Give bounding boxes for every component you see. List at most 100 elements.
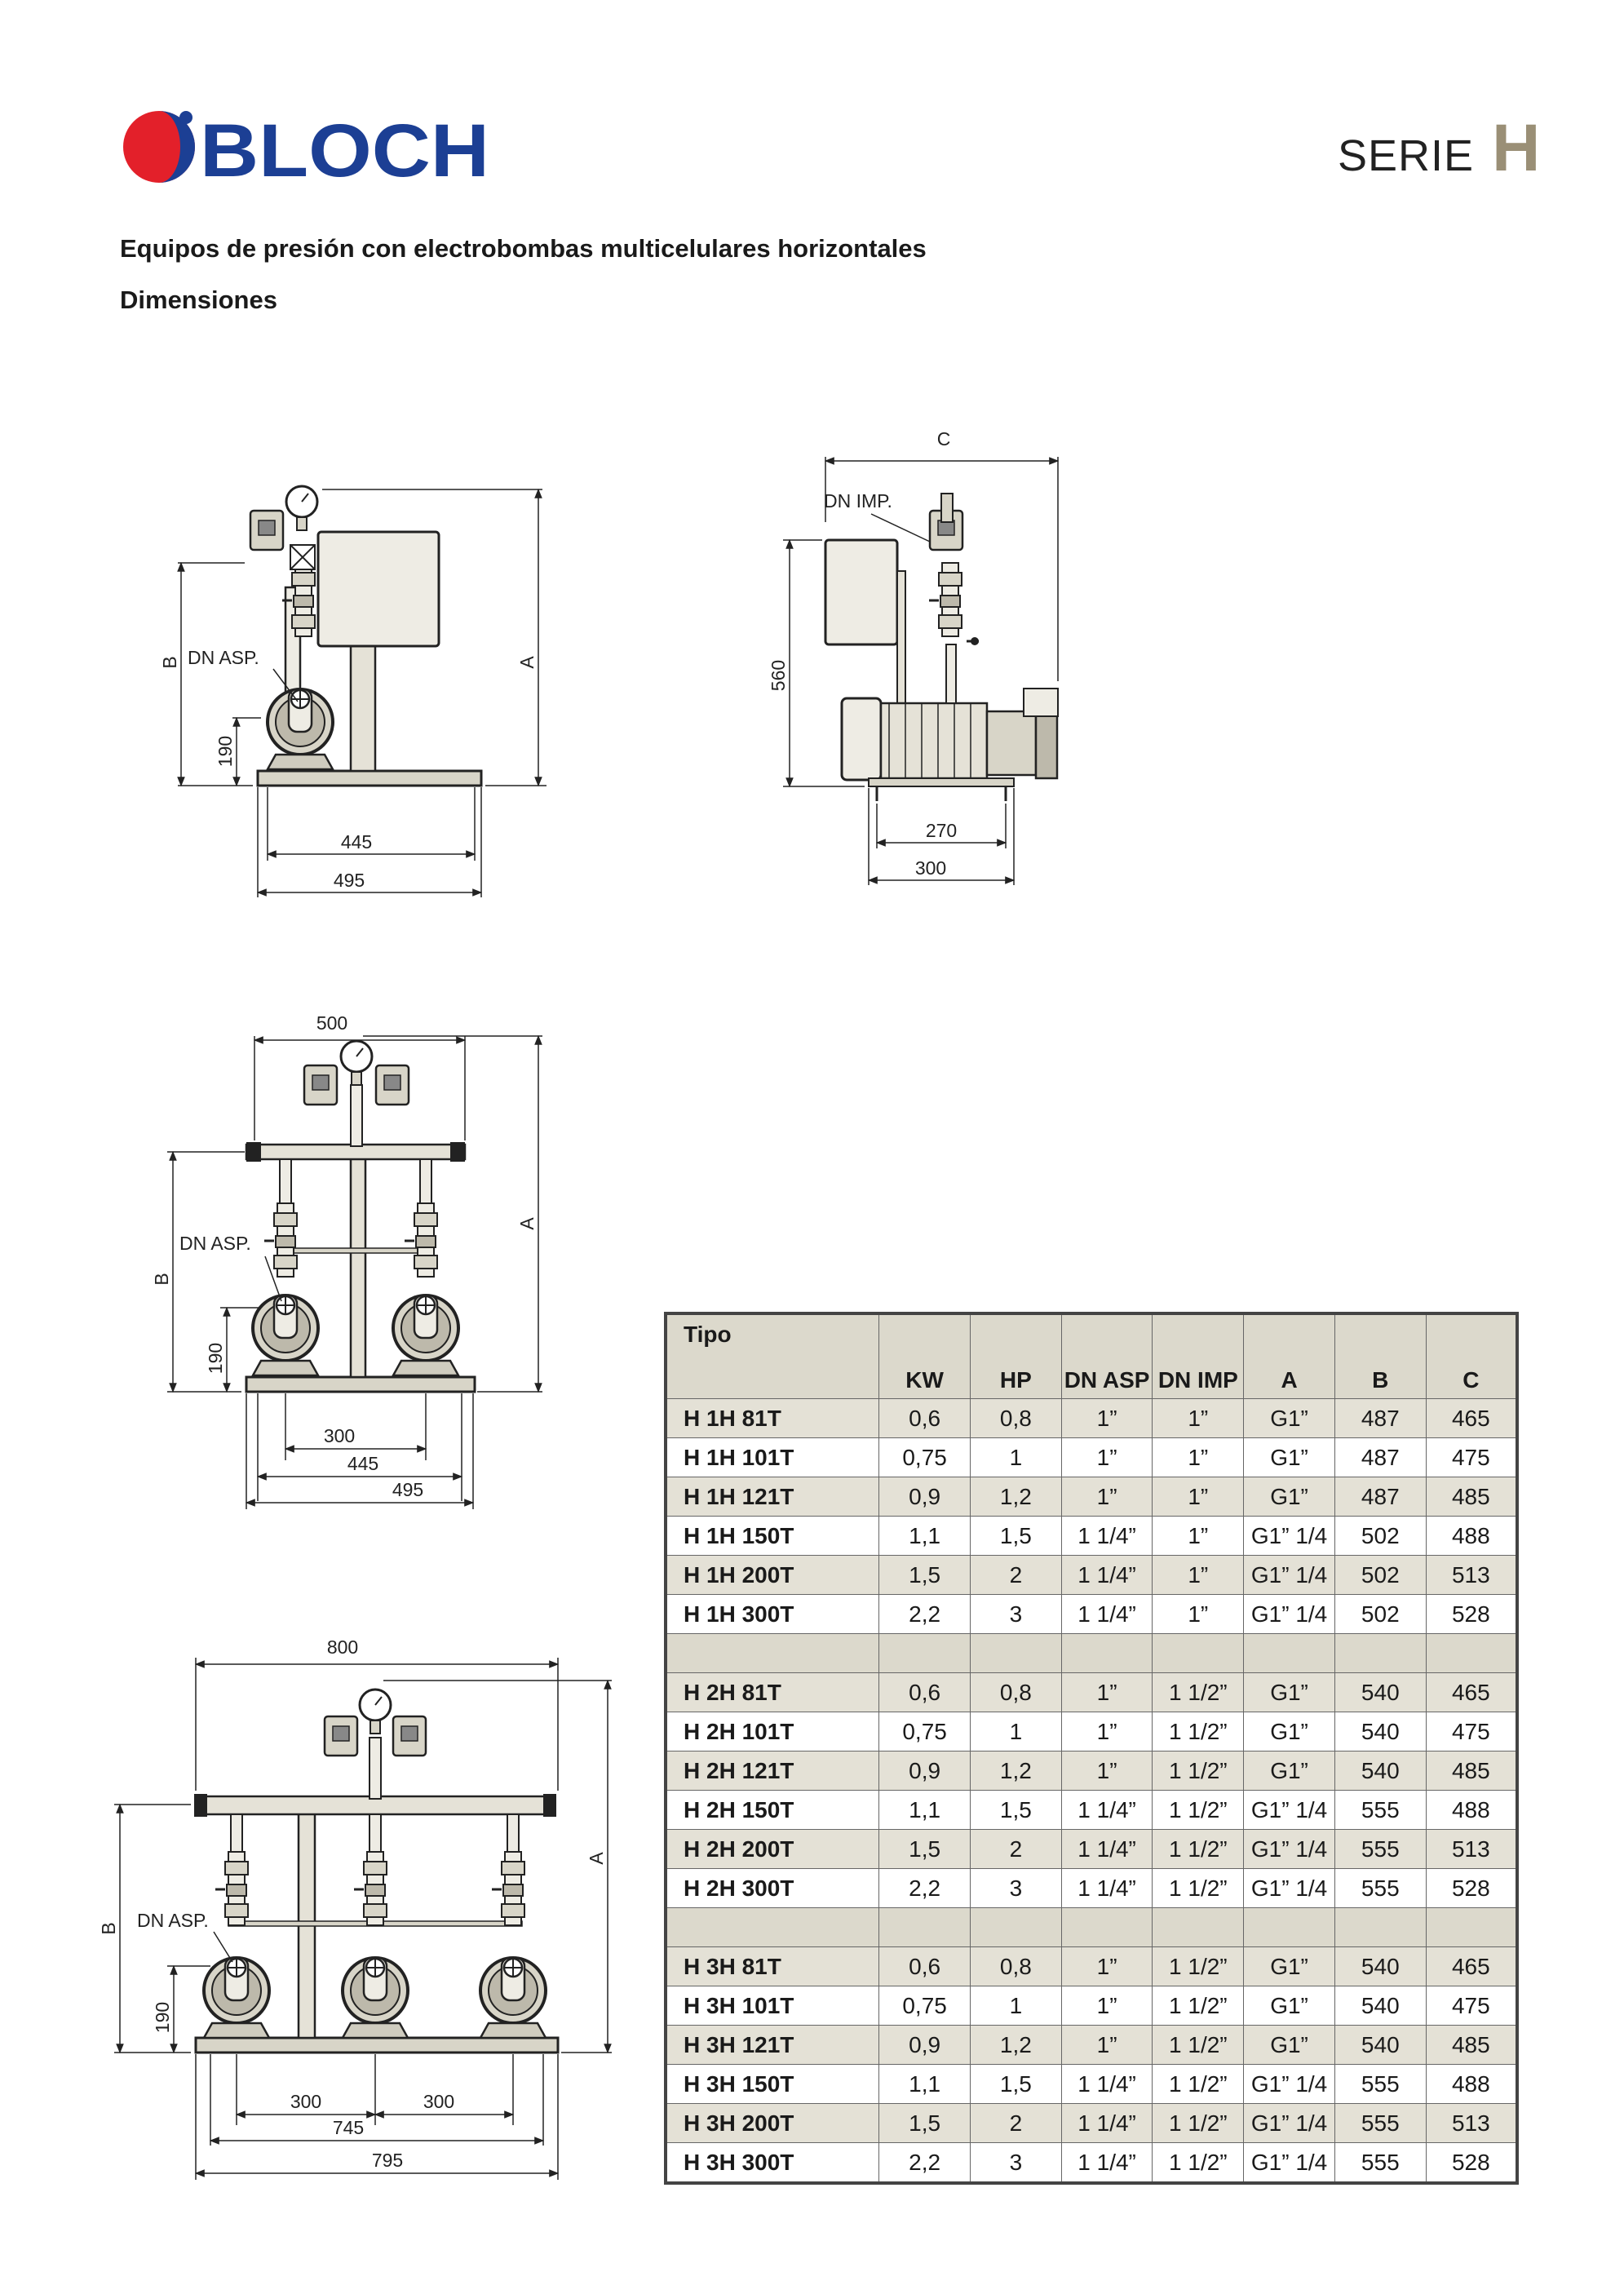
table-cell: 1” [1060, 1477, 1153, 1517]
table-cell: 528 [1425, 1868, 1518, 1908]
dim-a-label: A [516, 656, 538, 669]
table-cell: G1” [1243, 1946, 1335, 1986]
table-cell: 1,1 [878, 1790, 971, 1830]
dim-300b-label: 300 [324, 1425, 355, 1446]
table-cell: 1 1/4” [1060, 2103, 1153, 2143]
table-cell: G1” [1243, 1712, 1335, 1752]
dim-190c-label: 190 [152, 2002, 173, 2033]
table-cell: G1” 1/4 [1243, 1790, 1335, 1830]
table-cell: 485 [1425, 1477, 1518, 1517]
dim-445b-label: 445 [347, 1453, 378, 1474]
table-cell: G1” [1243, 1672, 1335, 1712]
table-cell: 0,8 [969, 1946, 1062, 1986]
table-cell: G1” [1243, 1437, 1335, 1477]
table-cell: 0,6 [878, 1672, 971, 1712]
drawing-triple-front: 800 A B 190 DN ASP. 300 300 745 795 [98, 1636, 612, 2180]
page-title: Equipos de presión con electrobombas mul… [120, 234, 927, 263]
dim-795-label: 795 [372, 2150, 403, 2171]
header-tipo: Tipo [665, 1313, 880, 1399]
table-cell: 1” [1152, 1477, 1245, 1517]
dim-b2-label: B [151, 1273, 172, 1285]
group-separator [665, 1907, 1518, 1947]
table-cell: 1 1/2” [1152, 1868, 1245, 1908]
table-cell: 555 [1334, 2142, 1427, 2184]
row-type-cell: H 3H 101T [665, 1986, 880, 2026]
table-cell: 1” [1060, 1986, 1153, 2026]
series-word: SERIE [1338, 131, 1475, 180]
table-cell: 502 [1334, 1594, 1427, 1634]
dim-495-label: 495 [334, 870, 365, 891]
dim-b3-label: B [98, 1922, 119, 1934]
table-cell: 1,2 [969, 1751, 1062, 1791]
table-cell: 540 [1334, 1751, 1427, 1791]
drawing-single-side: C DN IMP. 560 270 300 [768, 428, 1060, 885]
table-cell: 2 [969, 1555, 1062, 1595]
table-cell: 1 1/2” [1152, 2103, 1245, 2143]
logo-circle-icon [123, 111, 195, 183]
dim-500-label: 500 [316, 1012, 347, 1034]
row-type-cell: H 3H 81T [665, 1946, 880, 1986]
table-cell: 1” [1152, 1437, 1245, 1477]
table-cell: 555 [1334, 1829, 1427, 1869]
table-cell: 1 1/4” [1060, 1516, 1153, 1556]
table-cell: 1” [1060, 1751, 1153, 1791]
table-cell: 465 [1425, 1672, 1518, 1712]
table-cell: 1 [969, 1986, 1062, 2026]
table-cell: 1 1/2” [1152, 2142, 1245, 2184]
dim-745-label: 745 [333, 2117, 364, 2138]
table-cell: 1 1/4” [1060, 1555, 1153, 1595]
table-cell: 2 [969, 1829, 1062, 1869]
row-type-cell: H 2H 300T [665, 1868, 880, 1908]
table-cell: 555 [1334, 2103, 1427, 2143]
table-cell: G1” [1243, 1751, 1335, 1791]
header-dn-asp: DN ASP [1060, 1313, 1153, 1399]
row-type-cell: H 2H 81T [665, 1672, 880, 1712]
table-cell: 475 [1425, 1986, 1518, 2026]
table-cell: 1 [969, 1712, 1062, 1752]
table-cell: 540 [1334, 1672, 1427, 1712]
dim-495b-label: 495 [392, 1479, 423, 1500]
row-type-cell: H 3H 121T [665, 2025, 880, 2065]
dim-b-label: B [159, 656, 180, 668]
row-type-cell: H 1H 150T [665, 1516, 880, 1556]
table-cell: 1,1 [878, 2064, 971, 2104]
row-type-cell: H 1H 101T [665, 1437, 880, 1477]
dim-a2-label: A [516, 1217, 538, 1230]
table-cell: 1 1/4” [1060, 1829, 1153, 1869]
dim-190-label: 190 [215, 736, 236, 767]
row-type-cell: H 2H 101T [665, 1712, 880, 1752]
table-cell: 0,9 [878, 1751, 971, 1791]
table-cell: 488 [1425, 2064, 1518, 2104]
dim-c-label: C [937, 428, 951, 450]
table-cell: 0,6 [878, 1398, 971, 1438]
dn-asp3-label: DN ASP. [137, 1910, 209, 1931]
table-cell: 487 [1334, 1398, 1427, 1438]
brand-logo: BLOCH [123, 109, 489, 186]
header-b: B [1334, 1313, 1427, 1399]
table-cell: 475 [1425, 1437, 1518, 1477]
table-cell: G1” [1243, 2025, 1335, 2065]
dim-800-label: 800 [327, 1636, 358, 1658]
header-c: C [1425, 1313, 1518, 1399]
table-cell: G1” 1/4 [1243, 1594, 1335, 1634]
table-cell: 555 [1334, 2064, 1427, 2104]
table-cell: 1 1/2” [1152, 2025, 1245, 2065]
table-cell: 540 [1334, 1946, 1427, 1986]
table-cell: 1 [969, 1437, 1062, 1477]
table-cell: 1,5 [878, 2103, 971, 2143]
table-cell: 1” [1152, 1398, 1245, 1438]
dim-300d-label: 300 [423, 2091, 454, 2112]
table-cell: 502 [1334, 1516, 1427, 1556]
table-cell: 1,5 [878, 1555, 971, 1595]
table-cell: 1,5 [878, 1829, 971, 1869]
table-cell: 487 [1334, 1437, 1427, 1477]
table-cell: 1 1/2” [1152, 1672, 1245, 1712]
table-cell: 0,75 [878, 1986, 971, 2026]
table-cell: 1” [1060, 1437, 1153, 1477]
